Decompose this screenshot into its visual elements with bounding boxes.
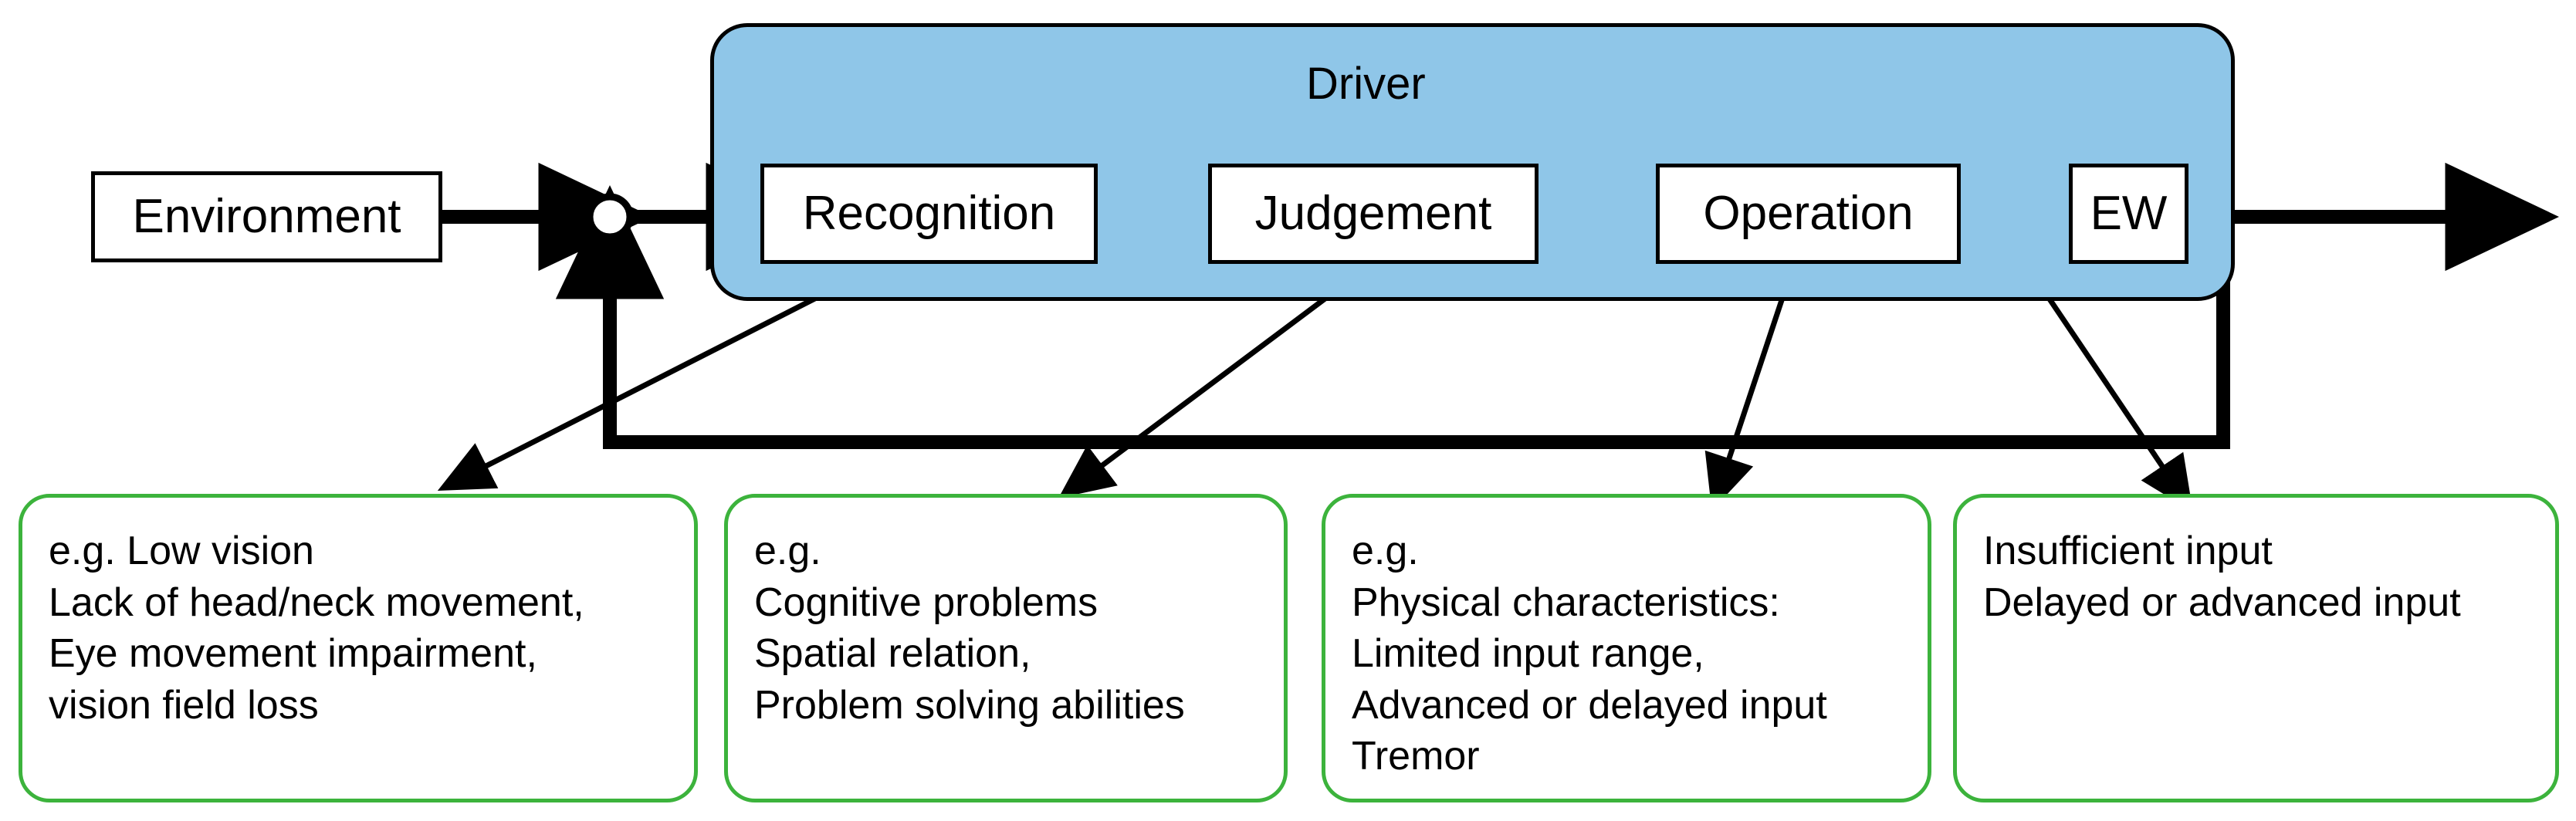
note-recognition[interactable]: e.g. Low vision Lack of head/neck moveme… bbox=[19, 494, 698, 802]
note-line: vision field loss bbox=[49, 682, 319, 728]
node-operation[interactable]: Operation bbox=[1656, 164, 1961, 264]
node-recognition-label: Recognition bbox=[802, 187, 1056, 240]
note-operation[interactable]: e.g. Physical characteristics: Limited i… bbox=[1322, 494, 1931, 802]
note-line: Problem solving abilities bbox=[754, 682, 1185, 728]
node-recognition[interactable]: Recognition bbox=[760, 164, 1098, 264]
note-line: e.g. bbox=[754, 529, 821, 573]
node-judgement[interactable]: Judgement bbox=[1208, 164, 1538, 264]
node-ew[interactable]: EW bbox=[2069, 164, 2188, 264]
note-line: e.g. Low vision bbox=[49, 529, 314, 573]
note-ew[interactable]: Insufficient input Delayed or advanced i… bbox=[1953, 494, 2559, 802]
note-line: Advanced or delayed input bbox=[1352, 682, 1827, 728]
note-line: Limited input range, bbox=[1352, 631, 1704, 677]
node-environment-label: Environment bbox=[132, 190, 401, 243]
note-line: e.g. bbox=[1352, 529, 1419, 573]
note-line: Tremor bbox=[1352, 734, 1480, 779]
node-environment[interactable]: Environment bbox=[91, 171, 442, 262]
summing-junction-circle bbox=[586, 193, 634, 241]
note-line: Eye movement impairment, bbox=[49, 631, 537, 677]
note-line: Physical characteristics: bbox=[1352, 579, 1780, 625]
note-line: Lack of head/neck movement, bbox=[49, 579, 584, 625]
driver-group-title: Driver bbox=[1306, 59, 1426, 109]
note-line: Delayed or advanced input bbox=[1983, 579, 2461, 625]
node-judgement-label: Judgement bbox=[1254, 187, 1492, 240]
note-line: Spatial relation, bbox=[754, 631, 1031, 677]
annotation-arrow-operation bbox=[1704, 282, 1790, 511]
note-line: Cognitive problems bbox=[754, 579, 1098, 625]
note-judgement[interactable]: e.g. Cognitive problems Spatial relation… bbox=[724, 494, 1288, 802]
node-operation-label: Operation bbox=[1703, 187, 1914, 240]
note-line: Insufficient input bbox=[1983, 529, 2273, 573]
node-ew-label: EW bbox=[2090, 187, 2168, 240]
